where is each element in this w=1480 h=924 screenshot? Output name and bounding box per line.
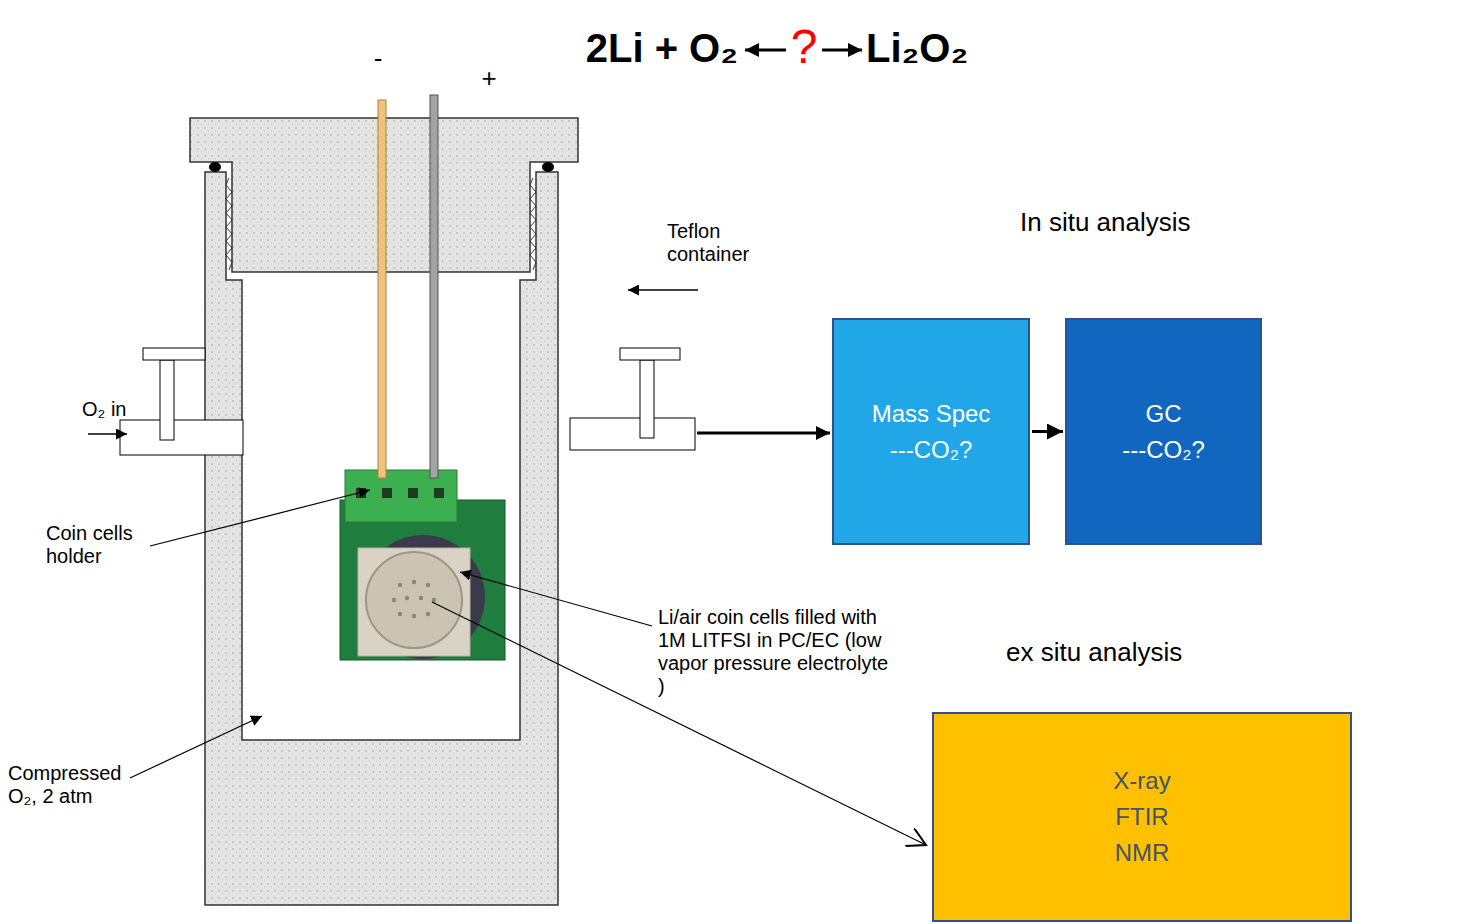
leader-line [130, 716, 262, 778]
instrument-box: Mass Spec---CO₂? [832, 318, 1030, 545]
coin-cell [358, 548, 470, 656]
illustration-part [426, 583, 430, 587]
illustration-part [392, 598, 396, 602]
leader-line [628, 289, 698, 291]
o-ring [209, 162, 221, 172]
illustration-part [412, 614, 416, 618]
positive-lead [430, 95, 438, 478]
valve-stem [640, 360, 654, 438]
terminal-sign: - [368, 44, 388, 74]
question-mark: ? [784, 18, 824, 76]
terminal-hole [382, 488, 392, 498]
part-label: O₂ in [82, 398, 152, 421]
equation-title: 2Li + O₂ [520, 22, 738, 74]
part-label: Coin cells holder [46, 522, 156, 568]
gas-outlet-arrow [697, 432, 830, 435]
part-label: Compressed O₂, 2 atm [8, 762, 126, 808]
illustration-part [432, 598, 436, 602]
flow-arrow [1032, 430, 1063, 433]
section-heading: In situ analysis [1020, 208, 1280, 238]
equation-product: Li₂O₂ [866, 22, 1016, 74]
part-label: Teflon container [667, 220, 779, 266]
coin-cell-cap [366, 552, 462, 648]
illustration-part [405, 596, 409, 600]
valve-handle [143, 348, 205, 360]
illustration-part [398, 583, 402, 587]
leader-line [460, 572, 652, 626]
illustration-part [419, 596, 423, 600]
terminal-hole [434, 488, 444, 498]
box-text: FTIR [1115, 799, 1168, 835]
illustration-part [398, 612, 402, 616]
outlet-valve [570, 418, 695, 450]
valve-handle [620, 348, 680, 360]
sample-arrow [432, 602, 926, 845]
box-text: X-ray [1113, 763, 1170, 799]
section-heading: ex situ analysis [1006, 638, 1246, 668]
leader-line [150, 490, 370, 546]
reaction-arrow [822, 49, 862, 52]
box-text: NMR [1115, 835, 1170, 871]
thread [530, 178, 536, 270]
inlet-valve [120, 420, 243, 455]
reaction-arrow [745, 49, 786, 52]
box-text: ---CO₂? [890, 432, 973, 468]
valve-stem [160, 360, 174, 440]
analysis-box: X-rayFTIRNMR [932, 712, 1352, 922]
box-text: ---CO₂? [1122, 432, 1205, 468]
terminal-hole [408, 488, 418, 498]
instrument-box: GC---CO₂? [1065, 318, 1262, 545]
note-text: Li/air coin cells filled with 1M LITFSI … [658, 606, 890, 698]
o-ring [542, 162, 554, 172]
air-holes [392, 580, 436, 618]
illustration-part [412, 580, 416, 584]
terminal-sign: + [478, 64, 500, 94]
circuit-board [340, 500, 505, 660]
box-text: GC [1146, 396, 1182, 432]
box-text: Mass Spec [872, 396, 991, 432]
illustration-part [426, 612, 430, 616]
gas-inlet-arrow [88, 433, 127, 435]
terminal-block [345, 470, 457, 522]
thread [226, 178, 232, 270]
negative-lead [378, 100, 386, 478]
